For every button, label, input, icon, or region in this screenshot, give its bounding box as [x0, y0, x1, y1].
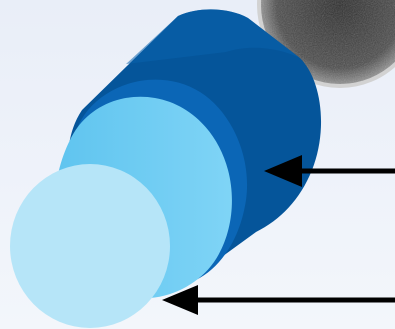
arrow-left-icon [264, 155, 395, 187]
arrow-left-icon [162, 285, 395, 315]
inner-cylinder-face [10, 164, 170, 328]
inner-cylinder [10, 96, 232, 328]
